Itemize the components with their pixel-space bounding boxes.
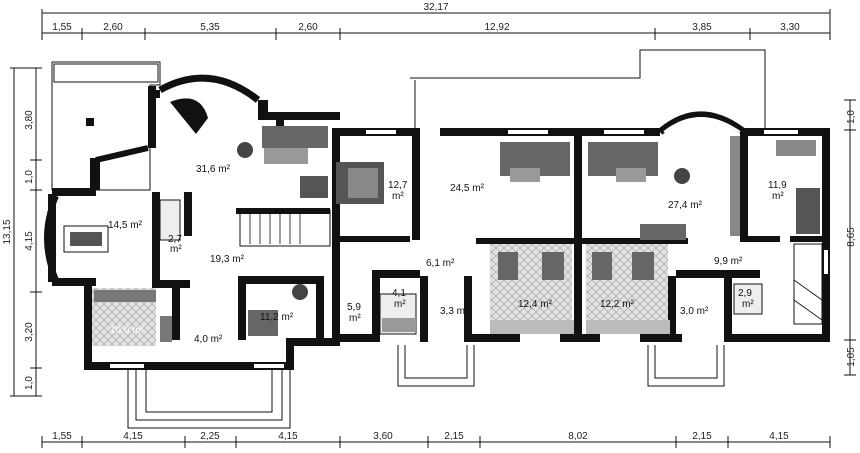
dim-left-1: 1,0 bbox=[24, 170, 35, 184]
dim-top-5: 3,85 bbox=[692, 22, 712, 33]
dim-total-width: 32,17 bbox=[423, 2, 448, 13]
stairs bbox=[239, 209, 823, 325]
room-area-kitchen-left: 10,0 m² bbox=[110, 325, 145, 336]
room-area-living-left: 31,6 m² bbox=[196, 164, 231, 175]
interior-walls bbox=[152, 132, 830, 346]
dim-bottom-3: 4,15 bbox=[278, 431, 298, 442]
room-area-wc-right: 2,9 bbox=[738, 288, 752, 299]
dim-left-total: 13,15 bbox=[2, 219, 13, 244]
dim-bottom-6: 8,02 bbox=[568, 431, 588, 442]
room-area-hall-mid: 6,1 m² bbox=[426, 258, 455, 269]
dim-top-4: 12,92 bbox=[484, 22, 509, 33]
room-unit-bedroom-right: m² bbox=[772, 191, 784, 202]
right-dimension-line: 1,0 8,65 1,05 bbox=[844, 99, 857, 376]
dim-top-2: 5,35 bbox=[200, 22, 220, 33]
bay-windows bbox=[44, 74, 747, 282]
dim-bottom-2: 2,25 bbox=[200, 431, 220, 442]
dim-left-4: 1,0 bbox=[24, 376, 35, 390]
dim-top-3: 2,60 bbox=[298, 22, 318, 33]
dim-top-1: 2,60 bbox=[103, 22, 123, 33]
dim-bottom-0: 1,55 bbox=[52, 431, 72, 442]
dim-left-0: 3,80 bbox=[24, 110, 35, 130]
dim-right-1: 8,65 bbox=[846, 227, 857, 247]
room-area-wc-left: 2,7 bbox=[168, 234, 182, 245]
dim-top-0: 1,55 bbox=[52, 22, 72, 33]
top-dimension-lines: 32,17 1,55 2,60 5,35 2,60 12,92 3,85 3,3… bbox=[41, 2, 831, 40]
dim-left-3: 3,20 bbox=[24, 322, 35, 342]
dim-top-6: 3,30 bbox=[780, 22, 800, 33]
room-unit-bedroom-mid: m² bbox=[392, 191, 404, 202]
room-area-vest-mid: 3,3 m² bbox=[440, 306, 469, 317]
left-dimension-lines: 13,15 3,80 1,0 4,15 3,20 1,0 bbox=[2, 67, 42, 397]
room-area-boiler: 5,9 bbox=[347, 302, 361, 313]
room-area-office-left: 11,2 m² bbox=[260, 312, 294, 323]
room-area-hall-right: 9,9 m² bbox=[714, 256, 743, 267]
room-area-living-right: 27,4 m² bbox=[668, 200, 703, 211]
room-area-dining-left: 14,5 m² bbox=[108, 220, 143, 231]
window-openings bbox=[110, 130, 828, 368]
room-area-living-mid: 24,5 m² bbox=[450, 183, 485, 194]
room-area-bath-mid: 4,1 bbox=[392, 288, 406, 299]
room-area-vest-right: 3,0 m² bbox=[680, 306, 709, 317]
room-area-hall-left: 19,3 m² bbox=[210, 254, 245, 265]
dim-bottom-7: 2,15 bbox=[692, 431, 712, 442]
room-area-kitchen-mid: 12,4 m² bbox=[518, 299, 553, 310]
bottom-dimension-line: 1,55 4,15 2,25 4,15 3,60 2,15 8,02 2,15 … bbox=[41, 431, 831, 448]
room-unit-bath-mid: m² bbox=[394, 299, 406, 310]
dim-right-2: 1,05 bbox=[846, 347, 857, 367]
dim-left-2: 4,15 bbox=[24, 231, 35, 251]
dim-bottom-8: 4,15 bbox=[769, 431, 789, 442]
room-area-bedroom-mid: 12,7 bbox=[388, 180, 408, 191]
room-labels: 31,6 m² 14,5 m² 2,7 m² 19,3 m² 10,0 m² 4… bbox=[108, 164, 787, 345]
room-area-bedroom-right: 11,9 bbox=[768, 180, 787, 191]
dim-bottom-5: 2,15 bbox=[444, 431, 464, 442]
dim-bottom-1: 4,15 bbox=[123, 431, 143, 442]
room-area-kitchen-right: 12,2 m² bbox=[600, 299, 635, 310]
furniture bbox=[63, 98, 820, 342]
dim-right-0: 1,0 bbox=[846, 110, 857, 124]
room-area-vest-left: 4,0 m² bbox=[194, 334, 223, 345]
room-unit-boiler: m² bbox=[349, 313, 361, 324]
terraces bbox=[51, 49, 766, 429]
room-unit-wc-right: m² bbox=[742, 299, 754, 310]
dim-bottom-4: 3,60 bbox=[373, 431, 393, 442]
room-unit-wc-left: m² bbox=[170, 244, 182, 255]
